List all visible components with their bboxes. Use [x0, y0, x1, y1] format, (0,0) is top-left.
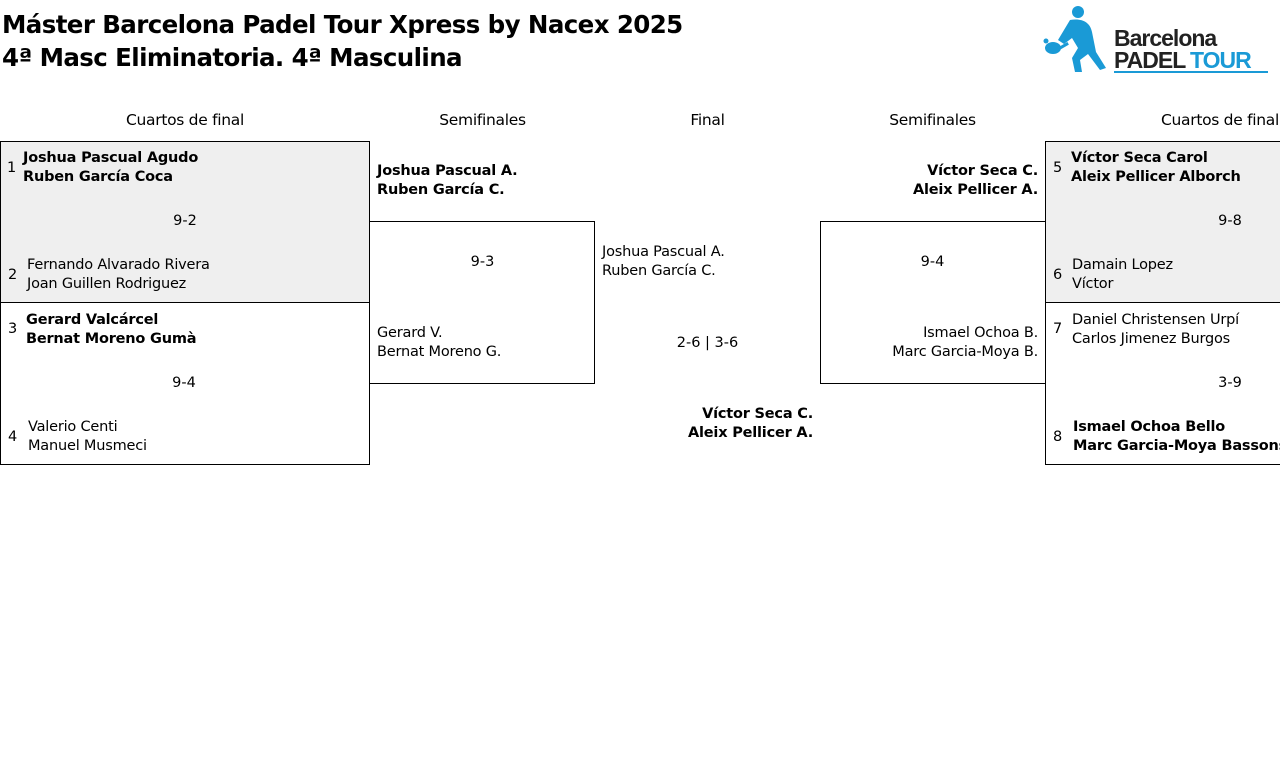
- player-name: Víctor: [1072, 276, 1114, 292]
- logo-text-tour: TOUR: [1190, 47, 1252, 73]
- seed-number: 2: [8, 267, 18, 283]
- seed-number: 6: [1053, 267, 1063, 283]
- round-header-qf-right: Cuartos de final: [1161, 111, 1279, 129]
- player-name: Ismael Ochoa Bello: [1073, 419, 1225, 435]
- player-name: Joshua Pascual A.: [377, 163, 518, 179]
- player-name: Aleix Pellicer A.: [688, 425, 813, 441]
- team-qf3-top: Víctor Seca Carol Aleix Pellicer Alborch: [1071, 149, 1241, 187]
- seed-number: 4: [8, 429, 18, 445]
- match-score: 9-2: [173, 213, 197, 229]
- player-name: Ruben García Coca: [23, 169, 173, 185]
- team-qf4-bottom: Ismael Ochoa Bello Marc Garcia-Moya Bass…: [1073, 418, 1280, 456]
- player-name: Ruben García C.: [602, 263, 716, 279]
- seed-number: 7: [1053, 321, 1063, 337]
- team-qf1-bottom: Fernando Alvarado Rivera Joan Guillen Ro…: [27, 256, 210, 294]
- round-header-final: Final: [690, 111, 725, 129]
- padel-player-logo-icon: Barcelona PADEL TOUR: [1043, 6, 1268, 73]
- team-final-top: Joshua Pascual A. Ruben García C.: [602, 243, 725, 281]
- player-name: Damain Lopez: [1072, 257, 1173, 273]
- player-name: Ruben García C.: [377, 182, 505, 198]
- match-score: 9-4: [172, 375, 196, 391]
- team-qf2-top: Gerard Valcárcel Bernat Moreno Gumà: [26, 311, 197, 349]
- player-name: Bernat Moreno G.: [377, 344, 502, 360]
- player-name: Manuel Musmeci: [28, 438, 147, 454]
- seed-number: 3: [8, 321, 18, 337]
- player-name: Marc Garcia-Moya B.: [892, 344, 1038, 360]
- team-sf-left-bottom: Gerard V. Bernat Moreno G.: [377, 324, 501, 362]
- tournament-title: Máster Barcelona Padel Tour Xpress by Na…: [2, 10, 683, 39]
- player-name: Daniel Christensen Urpí: [1072, 312, 1239, 328]
- player-name: Víctor Seca C.: [702, 406, 813, 422]
- team-sf-right-bottom: Ismael Ochoa B. Marc Garcia-Moya B.: [892, 324, 1038, 362]
- match-score: 3-9: [1218, 375, 1242, 391]
- player-name: Víctor Seca Carol: [1071, 150, 1208, 166]
- match-box-qf4: [1045, 302, 1280, 465]
- category-title: 4ª Masc Eliminatoria. 4ª Masculina: [2, 43, 463, 72]
- team-qf3-bottom: Damain Lopez Víctor: [1072, 256, 1173, 294]
- team-qf1-top: Joshua Pascual Agudo Ruben García Coca: [23, 149, 198, 187]
- player-name: Fernando Alvarado Rivera: [27, 257, 210, 273]
- logo-text-top: Barcelona: [1114, 25, 1217, 51]
- player-name: Víctor Seca C.: [927, 163, 1038, 179]
- seed-number: 5: [1053, 160, 1063, 176]
- player-name: Ismael Ochoa B.: [923, 325, 1038, 341]
- player-name: Joshua Pascual Agudo: [23, 150, 199, 166]
- seed-number: 8: [1053, 429, 1063, 445]
- seed-number: 1: [7, 160, 17, 176]
- player-name: Joan Guillen Rodriguez: [27, 276, 187, 292]
- match-box-qf1: [0, 141, 370, 303]
- match-box-sf-left: [369, 221, 595, 384]
- final-score: 2-6 | 3-6: [676, 335, 739, 351]
- round-header-qf-left: Cuartos de final: [126, 111, 244, 129]
- match-score: 9-4: [920, 254, 945, 270]
- logo-text-padel: PADEL: [1114, 47, 1186, 73]
- match-score: 9-8: [1218, 213, 1242, 229]
- team-qf4-top: Daniel Christensen Urpí Carlos Jimenez B…: [1072, 311, 1239, 349]
- round-header-sf-left: Semifinales: [439, 111, 526, 129]
- player-name: Aleix Pellicer Alborch: [1071, 169, 1241, 185]
- team-qf2-bottom: Valerio Centi Manuel Musmeci: [28, 418, 147, 456]
- player-name: Carlos Jimenez Burgos: [1072, 331, 1230, 347]
- player-name: Marc Garcia-Moya Bassons: [1073, 438, 1280, 454]
- player-name: Bernat Moreno Gumà: [26, 331, 197, 347]
- round-header-sf-right: Semifinales: [889, 111, 976, 129]
- player-name: Joshua Pascual A.: [602, 244, 725, 260]
- team-sf-left-top: Joshua Pascual A. Ruben García C.: [377, 162, 518, 200]
- match-score: 9-3: [470, 254, 495, 270]
- team-sf-right-top: Víctor Seca C. Aleix Pellicer A.: [913, 162, 1038, 200]
- barcelona-padel-tour-logo: Barcelona PADEL TOUR: [1042, 4, 1270, 76]
- champion-team: Víctor Seca C. Aleix Pellicer A.: [688, 405, 813, 443]
- player-name: Gerard V.: [377, 325, 443, 341]
- player-name: Gerard Valcárcel: [26, 312, 159, 328]
- player-name: Valerio Centi: [28, 419, 118, 435]
- page-title: Máster Barcelona Padel Tour Xpress by Na…: [2, 8, 683, 74]
- player-name: Aleix Pellicer A.: [913, 182, 1038, 198]
